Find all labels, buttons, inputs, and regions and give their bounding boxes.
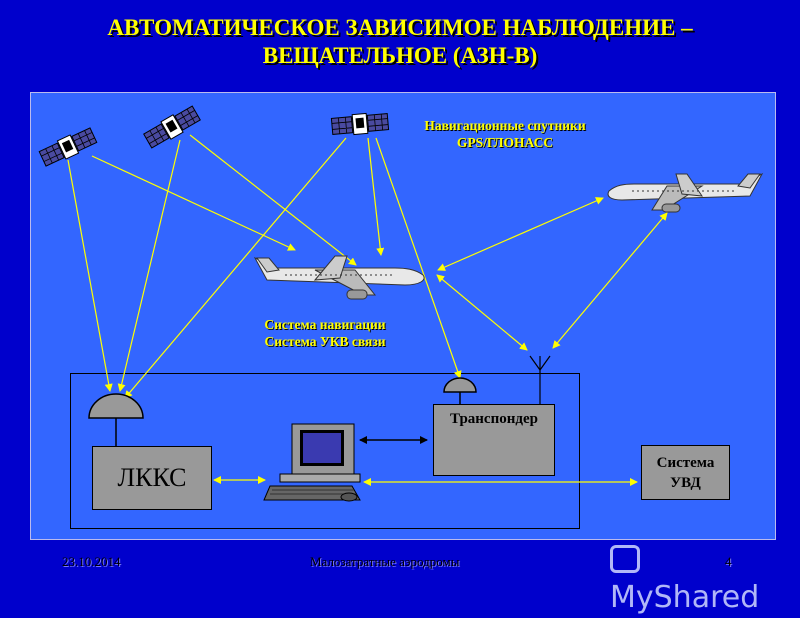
satellites-caption-line-1: Навигационные спутники	[424, 118, 586, 133]
antenna-to-aircraft2-arrow	[552, 212, 668, 349]
slide-title: АВТОМАТИЧЕСКОЕ ЗАВИСИМОЕ НАБЛЮДЕНИЕ – ВЕ…	[0, 14, 800, 70]
satellite-icon	[330, 112, 390, 136]
aircraft-link-arrow	[437, 197, 604, 271]
aircraft-caption-line-2: Система УКВ связи	[264, 334, 386, 349]
airplane-icon	[253, 255, 425, 300]
airplane-icon	[607, 172, 764, 213]
sat3-to-aircraft-arrow	[367, 137, 385, 256]
uvd-system-box: Система УВД	[641, 445, 730, 500]
sat2-to-aircraft-arrow	[189, 134, 357, 266]
footer-date: 23.10.2014	[62, 554, 121, 569]
aircraft-caption: Система навигации Система УКВ связи	[225, 316, 425, 350]
uvd-line-1: Система	[656, 455, 715, 471]
uvd-line-2: УВД	[670, 475, 701, 491]
sat3-to-transponder-arrow	[375, 137, 462, 379]
aircraft-to-antenna-arrow	[436, 274, 528, 351]
sat1-to-lkks-arrow	[67, 159, 113, 392]
satellite-icon	[143, 105, 201, 149]
satellites-caption-line-2: GPS/ГЛОНАСС	[456, 135, 554, 150]
watermark-logo: MyShared	[610, 538, 780, 615]
sat2-to-lkks-arrow	[117, 139, 181, 392]
sat1-to-aircraft-arrow	[91, 155, 296, 251]
computer-icon	[263, 423, 361, 502]
antenna-dish-icon	[88, 393, 144, 446]
footer-title: Малозатратные аэродромы	[310, 554, 460, 569]
satellites-caption: Навигационные спутники GPS/ГЛОНАСС	[400, 117, 610, 151]
transponder-box: Транспондер	[433, 404, 555, 476]
satellite-icon	[38, 127, 98, 167]
title-line-2: ВЕЩАТЕЛЬНОЕ (АЗН-В)	[262, 43, 538, 68]
title-line-1: АВТОМАТИЧЕСКОЕ ЗАВИСИМОЕ НАБЛЮДЕНИЕ –	[107, 15, 693, 40]
footer-page-number: 4	[725, 554, 732, 569]
lkks-box: ЛККС	[92, 446, 212, 510]
antenna-icon	[529, 355, 551, 404]
antenna-dish-icon	[443, 377, 477, 404]
watermark-text: MyShared	[610, 580, 760, 615]
diagram-graphics	[38, 105, 764, 502]
sat3-to-lkks-arrow	[124, 137, 347, 399]
signal-lines	[67, 134, 668, 486]
watermark-logo-icon	[610, 544, 640, 573]
aircraft-caption-line-1: Система навигации	[264, 317, 386, 332]
ground-station-frame	[70, 373, 580, 529]
